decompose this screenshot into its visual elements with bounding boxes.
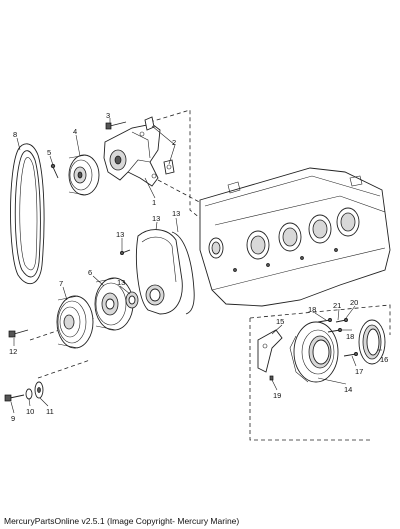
water-pump-pulley[interactable] xyxy=(68,154,100,196)
callout-14: 14 xyxy=(344,385,352,394)
rear-seal-bracket[interactable] xyxy=(257,329,283,373)
callout-21: 21 xyxy=(333,301,341,310)
balancer-bolt[interactable] xyxy=(4,394,25,402)
callout-4: 4 xyxy=(73,127,77,136)
callout-6: 6 xyxy=(88,268,92,277)
callout-3: 3 xyxy=(106,111,110,120)
balancer-plate[interactable] xyxy=(34,381,44,399)
callout-18-lower: 18 xyxy=(346,332,354,341)
front-crank-seal[interactable] xyxy=(125,291,139,309)
callout-20: 20 xyxy=(350,298,358,307)
callout-13-cover: 13 xyxy=(152,214,160,223)
callout-17: 17 xyxy=(355,367,363,376)
callout-13-seal: 13 xyxy=(117,278,125,287)
callout-12: 12 xyxy=(9,347,17,356)
drive-belt[interactable] xyxy=(10,143,45,285)
timing-cover-gasket[interactable] xyxy=(171,231,195,315)
timing-cover[interactable] xyxy=(136,229,183,315)
crankshaft-pulley[interactable] xyxy=(56,295,94,349)
alignment-pin[interactable] xyxy=(269,375,274,381)
callout-labels: 8 4 5 3 2 1 13 13 13 6 13 7 12 9 10 11 1… xyxy=(9,111,388,423)
pulley-bolt[interactable] xyxy=(50,163,59,179)
callout-18-upper: 18 xyxy=(308,305,316,314)
leader-lines xyxy=(10,118,382,414)
callout-11: 11 xyxy=(46,407,54,416)
harmonic-balancer[interactable] xyxy=(94,277,134,331)
callout-5: 5 xyxy=(47,148,51,157)
pulley-mount-bolt[interactable] xyxy=(8,329,29,338)
copyright-caption: MercuryPartsOnline v2.5.1 (Image Copyrig… xyxy=(4,516,240,526)
rear-main-seal-housing[interactable] xyxy=(289,321,339,383)
callout-2: 2 xyxy=(172,138,176,147)
rear-main-seal[interactable] xyxy=(358,319,386,365)
callout-9: 9 xyxy=(11,414,15,423)
callout-7: 7 xyxy=(59,279,63,288)
callout-19: 19 xyxy=(273,391,281,400)
water-pump-gasket[interactable] xyxy=(144,116,175,175)
callout-15: 15 xyxy=(276,317,284,326)
callout-8: 8 xyxy=(13,130,17,139)
callout-1: 1 xyxy=(152,198,156,207)
engine-block xyxy=(199,167,391,307)
callout-13-gasket: 13 xyxy=(172,209,180,218)
water-pump[interactable] xyxy=(103,123,161,187)
water-pump-bolt[interactable] xyxy=(105,121,127,130)
callout-16: 16 xyxy=(380,355,388,364)
balancer-washer[interactable] xyxy=(25,388,33,400)
seal-housing-screws[interactable] xyxy=(317,318,358,357)
callout-13-bolt: 13 xyxy=(116,230,124,239)
timing-cover-bolt[interactable] xyxy=(120,249,131,255)
callout-10: 10 xyxy=(26,407,34,416)
